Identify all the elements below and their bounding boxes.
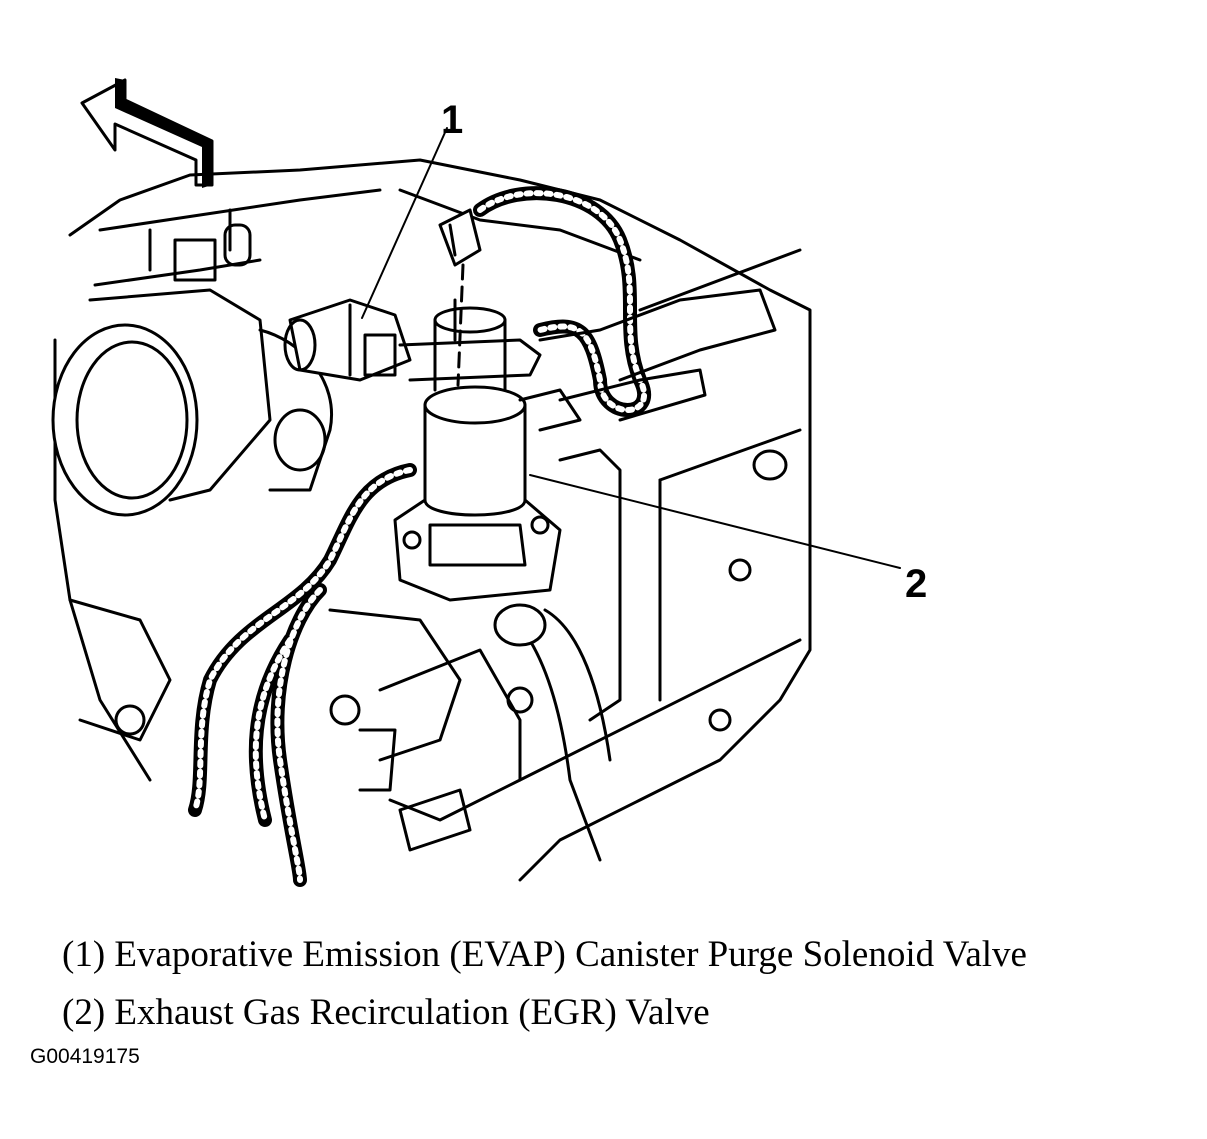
leader-line-1 xyxy=(361,127,448,319)
egr-valve xyxy=(393,298,562,602)
front-arrow-icon xyxy=(80,78,214,188)
callout-label-2: 2 xyxy=(905,562,928,606)
egr-pipe xyxy=(493,448,622,862)
legend-item-egr-valve: (2) Exhaust Gas Recirculation (EGR) Valv… xyxy=(62,992,710,1033)
evap-purge-solenoid xyxy=(283,298,542,382)
legend-item-evap-solenoid: (1) Evaporative Emission (EVAP) Canister… xyxy=(62,934,1027,975)
vacuum-hoses xyxy=(518,288,777,432)
callout-label-1: 1 xyxy=(441,98,464,142)
engine-block xyxy=(53,158,812,882)
leader-lines xyxy=(361,127,901,569)
figure-code: G00419175 xyxy=(30,1045,140,1068)
throttle-body xyxy=(51,223,333,517)
lower-assembly xyxy=(68,598,522,852)
egr-electrical-connector xyxy=(438,208,482,387)
leader-line-2 xyxy=(529,474,901,569)
